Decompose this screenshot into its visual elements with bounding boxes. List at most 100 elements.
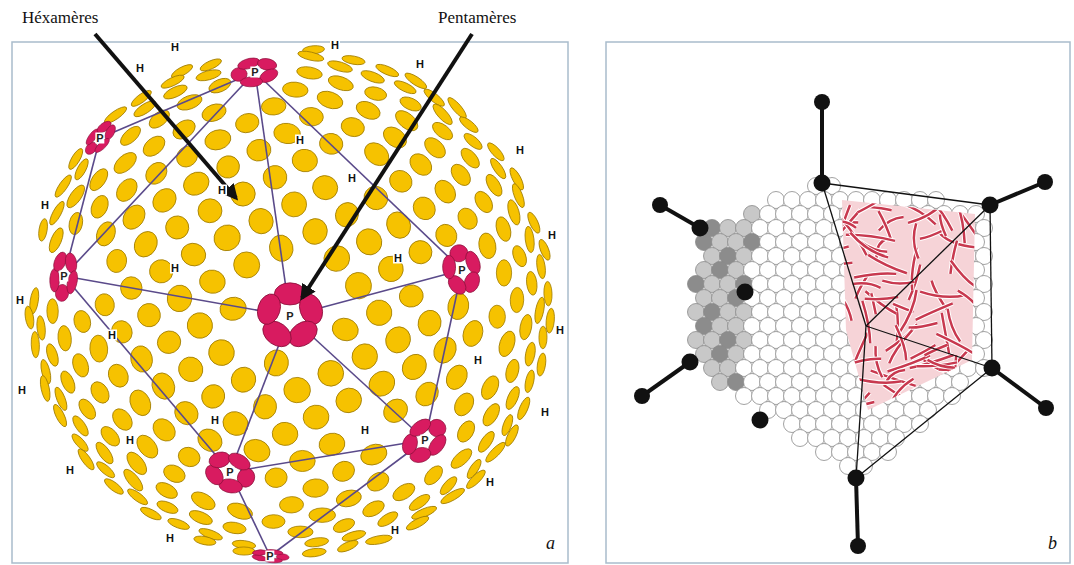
- hexamer-subunit: [363, 85, 388, 103]
- hexamer-subunit: [515, 396, 532, 421]
- hexamer-subunit: [504, 358, 522, 384]
- lattice-line: [64, 276, 290, 316]
- strand: [958, 291, 975, 305]
- pentamer: [249, 547, 290, 565]
- penton-base: [692, 220, 709, 237]
- capsid-drawing: [24, 45, 556, 565]
- hexamer-subunit: [139, 132, 168, 160]
- strand-edge: [844, 393, 870, 409]
- hexamer-subunit: [218, 295, 249, 323]
- hexamer-mark: H: [540, 407, 550, 418]
- penton-base: [984, 360, 1001, 377]
- hexamer-subunit: [125, 486, 149, 507]
- fiber: [856, 478, 858, 546]
- strand: [887, 370, 905, 381]
- hexamer-subunit: [197, 380, 229, 412]
- hexamer-subunit: [510, 244, 529, 269]
- strand-edge: [843, 300, 852, 321]
- hexamer-subunit: [202, 127, 233, 153]
- hexamer-subunit: [207, 75, 233, 95]
- hexamer-subunit: [227, 363, 260, 397]
- hexamer-subunit: [525, 271, 538, 296]
- strand: [806, 322, 838, 344]
- hexamer-subunit: [451, 390, 478, 420]
- strand-edge: [914, 223, 919, 258]
- hexamer-subunit: [94, 459, 117, 480]
- hexamer-subunit: [194, 424, 227, 456]
- hexamer-subunit: [93, 440, 116, 467]
- hexamer-mark: H: [40, 200, 50, 211]
- hexamer-subunit: [38, 375, 51, 402]
- hexamer-subunit: [130, 227, 162, 261]
- hexamer-subunit: [446, 292, 471, 322]
- hexamer-subunit: [46, 226, 66, 254]
- strand-edge: [916, 303, 953, 319]
- hexamer-subunit: [439, 486, 466, 507]
- strand-edge: [899, 290, 917, 333]
- pentamer-subunit: [442, 254, 456, 280]
- fiber-knob: [850, 538, 866, 554]
- hexamer-subunit: [86, 166, 111, 194]
- strand: [850, 233, 888, 258]
- strand-edge: [865, 291, 896, 313]
- strand-edge: [928, 360, 956, 368]
- strand: [948, 309, 960, 342]
- hexamer-subunit: [382, 208, 415, 242]
- hexamer-mark: H: [170, 42, 180, 53]
- hexamer-subunit: [523, 369, 536, 393]
- strand-edge: [948, 309, 960, 342]
- lattice-line: [255, 72, 290, 316]
- strand: [844, 393, 870, 409]
- pentamer-mark: P: [420, 435, 429, 446]
- hexamer-subunit: [222, 521, 247, 536]
- hexamer-subunit: [136, 302, 162, 329]
- fiber-knob: [814, 94, 830, 110]
- fiber-knob: [652, 197, 668, 213]
- hexamer-subunit: [335, 488, 363, 509]
- hexamer-subunit: [480, 401, 503, 429]
- strand: [896, 325, 907, 360]
- hexon-sphere: [712, 374, 729, 391]
- hexamer-mark: H: [295, 135, 305, 146]
- pentamer-subunit: [239, 76, 265, 87]
- penton-base: [682, 354, 699, 371]
- pentamer-mark: P: [225, 467, 234, 478]
- hexamer-subunit: [302, 404, 331, 431]
- hexamer-subunit: [170, 397, 203, 430]
- hexamer-subunit: [262, 514, 285, 528]
- strand: [918, 399, 967, 401]
- hexamer-subunit: [283, 377, 311, 404]
- hexamer-mark: H: [170, 263, 180, 274]
- hexamer-subunit: [415, 308, 443, 339]
- strand: [814, 347, 838, 355]
- strand-edge: [931, 407, 963, 430]
- hexamer-subunit: [385, 166, 416, 197]
- strand: [899, 290, 917, 333]
- hexamer-subunit: [477, 232, 498, 260]
- hexamer-subunit: [314, 356, 348, 390]
- hexamer-mark: H: [393, 253, 403, 264]
- hexamer-subunit: [329, 458, 358, 485]
- hexamer-subunit: [304, 536, 329, 548]
- callout-label: Héxamères: [22, 9, 98, 26]
- strand-edge: [920, 230, 943, 238]
- hexamer-subunit: [279, 496, 304, 513]
- pentamer-mark: P: [95, 133, 104, 144]
- strand: [835, 298, 840, 322]
- icosahedron-edge: [866, 326, 992, 368]
- hexamer-subunit: [496, 260, 511, 286]
- strand: [862, 301, 870, 343]
- pentamer: [46, 247, 83, 303]
- hexamer-subunit: [261, 164, 288, 191]
- pentamer-mark: P: [285, 311, 294, 322]
- hexamer-subunit: [88, 193, 112, 221]
- hexamer-subunit: [545, 308, 555, 333]
- hexamer-subunit: [478, 373, 502, 402]
- hexamer-subunit: [24, 306, 36, 330]
- hexamer-subunit: [161, 462, 188, 486]
- hexamer-mark: H: [17, 385, 27, 396]
- hexamer-subunit: [72, 309, 93, 335]
- strand-edge: [958, 291, 975, 305]
- strand: [960, 386, 1003, 392]
- strand-edge: [854, 273, 896, 277]
